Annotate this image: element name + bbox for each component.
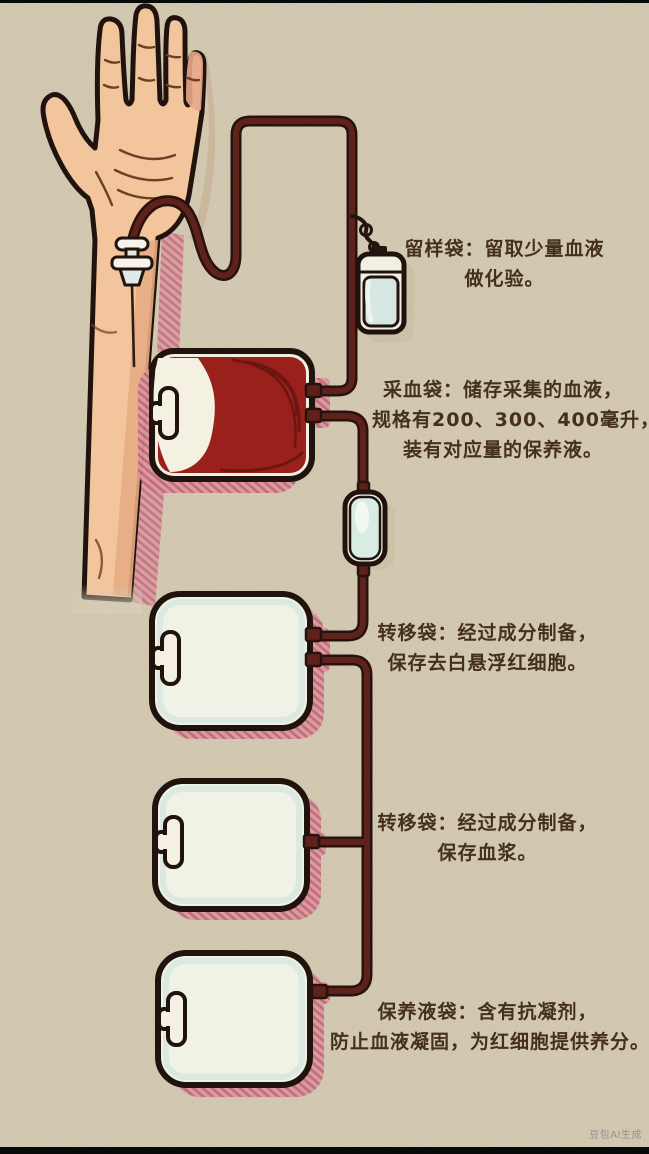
annotation-line: 留样袋：留取少量血液 [404, 238, 605, 260]
annotation-line: 转移袋：经过成分制备， [377, 812, 598, 834]
blood-collection-bag-illustration [149, 348, 315, 482]
filter-pouch-illustration [342, 480, 388, 578]
ai-watermark: 豆包AI生成 [589, 1130, 642, 1141]
needle-icon [110, 236, 154, 368]
top-edge-bar [0, 0, 649, 3]
sample-bag-illustration [350, 214, 407, 335]
hand-arm-illustration [40, 3, 207, 614]
transfer-bag-1-illustration [149, 591, 313, 731]
annotation-line: 保存去白悬浮红细胞。 [387, 652, 588, 674]
annotation-line: 保存血浆。 [437, 842, 538, 864]
annotation-line: 采血袋：储存采集的血液， [382, 379, 623, 401]
annotation-transfer-bag-plasma: 转移袋：经过成分制备， 保存血浆。 [360, 808, 615, 868]
annotation-line: 规格有200、300、400毫升， [372, 409, 649, 431]
tubing [127, 115, 373, 997]
preservative-bag-illustration [155, 950, 313, 1088]
annotation-line: 转移袋：经过成分制备， [377, 622, 598, 644]
annotation-line: 装有对应量的保养液。 [402, 439, 603, 461]
annotation-line: 保养液袋：含有抗凝剂， [377, 1001, 598, 1023]
bag-ports [302, 382, 329, 1000]
annotation-collection-bag: 采血袋：储存采集的血液， 规格有200、300、400毫升， 装有对应量的保养液… [372, 375, 649, 465]
transfer-bag-2-illustration [152, 778, 310, 912]
annotation-sample-bag: 留样袋：留取少量血液 做化验。 [382, 234, 627, 294]
annotation-transfer-bag-red-cells: 转移袋：经过成分制备， 保存去白悬浮红细胞。 [360, 618, 615, 678]
annotation-line: 防止血液凝固，为红细胞提供养分。 [330, 1031, 649, 1053]
annotation-line: 做化验。 [464, 268, 545, 290]
bottom-edge-bar [0, 1147, 649, 1154]
annotation-preservative-bag: 保养液袋：含有抗凝剂， 防止血液凝固，为红细胞提供养分。 [330, 997, 649, 1057]
